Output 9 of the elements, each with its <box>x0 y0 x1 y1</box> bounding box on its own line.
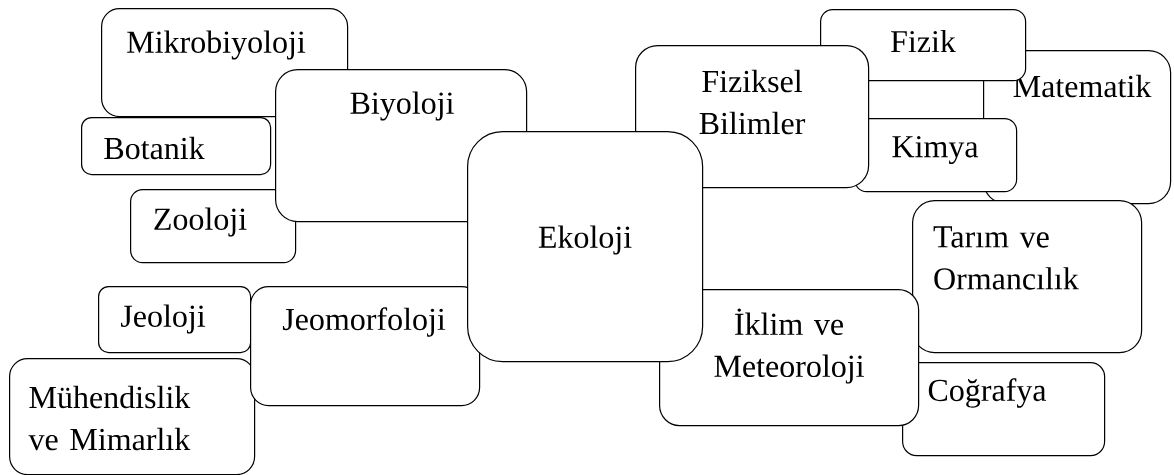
topic-box: Jeoloji <box>98 286 252 354</box>
topic-box: Botanik <box>81 117 272 176</box>
topic-box: Mühendislik ve Mimarlık <box>9 358 256 475</box>
topic-box: Jeomorfoloji <box>250 286 481 407</box>
topic-box: Coğrafya <box>902 362 1106 457</box>
topic-box: Zooloji <box>130 189 297 264</box>
topic-box: Tarım ve Ormancılık <box>912 200 1143 354</box>
topic-box: Kimya <box>854 118 1018 193</box>
topic-box: İklim ve Meteoroloji <box>659 289 920 427</box>
